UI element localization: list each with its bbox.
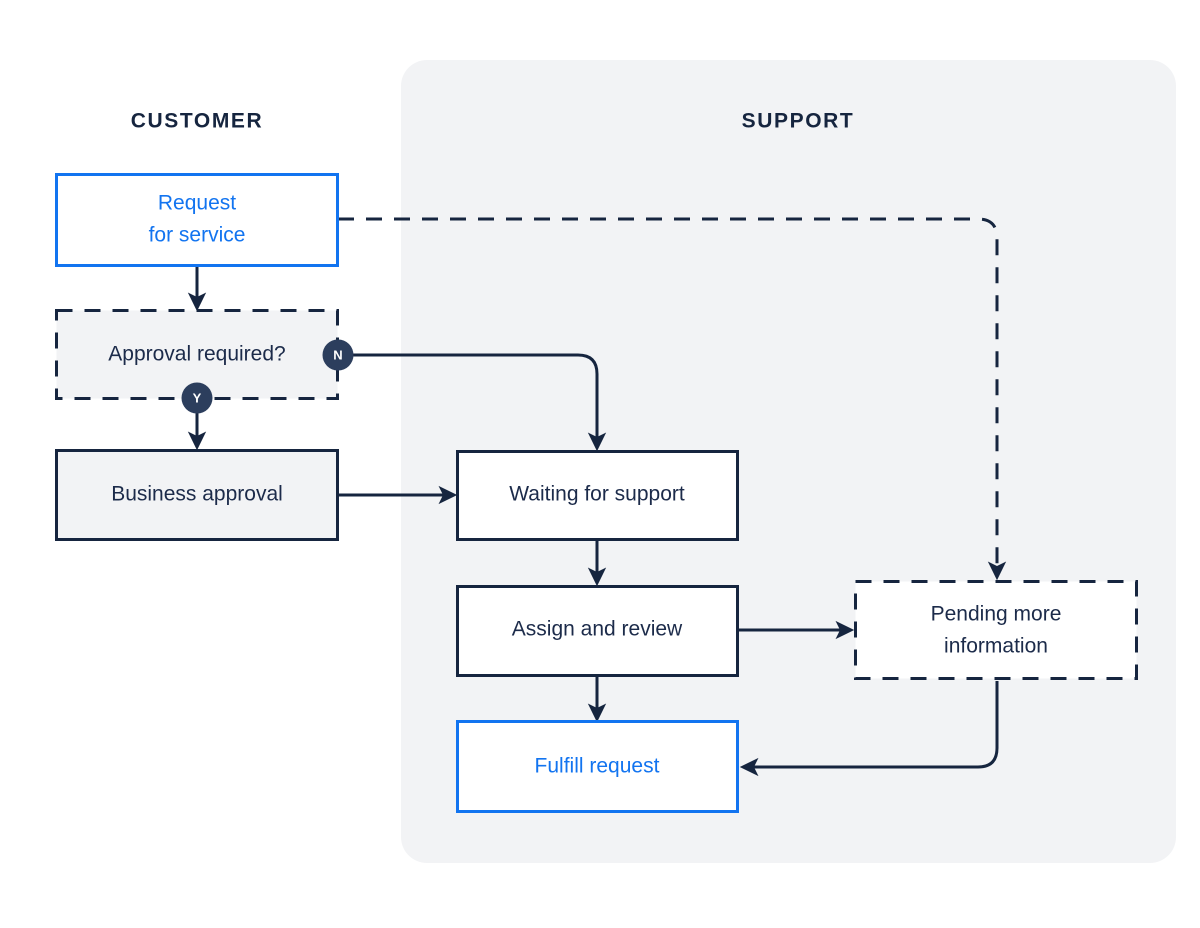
badge-no: N <box>322 339 354 371</box>
node-pending-more-information[interactable]: Pending more information <box>854 580 1138 680</box>
node-approval-required-label: Approval required? <box>108 343 285 366</box>
node-assign-and-review-label: Assign and review <box>512 618 683 641</box>
node-business-approval-box <box>55 449 339 541</box>
node-request-for-service-label-line1: Request <box>158 192 236 215</box>
node-business-approval[interactable]: Business approval <box>55 449 339 541</box>
node-fulfill-request[interactable]: Fulfill request <box>456 720 739 813</box>
badge-yes-label: Y <box>193 390 202 405</box>
edge-approval-no-to-waiting <box>352 353 607 452</box>
node-assign-and-review-box <box>456 585 739 677</box>
node-request-for-service[interactable]: Request for service <box>55 173 339 267</box>
node-waiting-for-support-box <box>456 450 739 541</box>
node-request-for-service-box <box>55 173 339 267</box>
node-fulfill-request-label: Fulfill request <box>535 755 660 778</box>
node-business-approval-label: Business approval <box>111 483 283 506</box>
node-waiting-for-support[interactable]: Waiting for support <box>456 450 739 541</box>
badge-no-label: N <box>333 347 342 362</box>
node-pending-more-information-label-line2: information <box>944 635 1048 658</box>
badge-yes-circle <box>181 382 213 414</box>
node-waiting-for-support-label: Waiting for support <box>509 483 685 506</box>
lane-title-support: SUPPORT <box>742 110 855 133</box>
node-fulfill-request-box <box>456 720 739 813</box>
edge-request-to-pending <box>338 217 1007 581</box>
node-pending-more-information-label-line1: Pending more <box>931 603 1062 626</box>
badge-no-circle <box>322 339 354 371</box>
lane-title-customer: CUSTOMER <box>131 110 264 133</box>
node-request-for-service-label-line2: for service <box>149 224 246 247</box>
edge-pending-to-fulfill <box>739 681 999 777</box>
node-assign-and-review[interactable]: Assign and review <box>456 585 739 677</box>
node-pending-more-information-box <box>854 580 1138 680</box>
badge-yes: Y <box>181 382 213 414</box>
